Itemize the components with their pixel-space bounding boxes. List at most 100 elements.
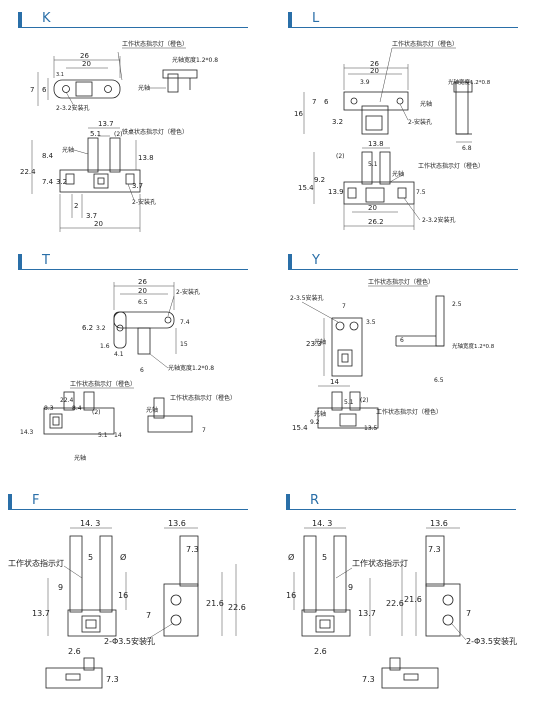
panel-title: Y	[312, 253, 320, 268]
panel-header-f: F	[8, 493, 248, 510]
dim: 5.1	[90, 130, 101, 138]
header-rule	[22, 268, 248, 270]
drawing-y: 工作状态指示灯（橙色） 2-3.5安装孔 7 3.5 23.3 光轴 2.5 6…	[290, 278, 495, 432]
panel-title: T	[42, 253, 50, 268]
dim: 5	[322, 553, 327, 562]
dim: 13.7	[32, 609, 50, 618]
panel-header-y: Y	[288, 253, 518, 270]
indicator-label: 工作状态指示灯	[352, 558, 408, 568]
dim: 7.5	[416, 189, 426, 196]
dim: 15	[180, 341, 188, 348]
dim: 6	[140, 367, 144, 374]
axis-label-2: 光轴	[62, 146, 74, 154]
dim: Ø	[120, 552, 126, 562]
dim: 7.3	[186, 545, 199, 554]
dim: 23.3	[306, 340, 322, 348]
dim: 9	[348, 583, 353, 592]
mount-label: 2-安装孔	[176, 288, 200, 296]
header-rule	[12, 508, 248, 510]
dim: 7	[146, 611, 151, 620]
dim: 5.1	[344, 399, 354, 406]
panel-title: F	[32, 493, 40, 508]
panel-title: K	[42, 11, 51, 26]
dim: 7	[312, 98, 316, 106]
axis-label-2: 光轴	[392, 170, 404, 178]
dim: 13.7	[98, 120, 114, 128]
dim: 3.7	[86, 212, 97, 220]
dim: 2	[74, 202, 78, 210]
dim: 7.3	[362, 675, 375, 684]
header-rule	[292, 26, 518, 28]
mount-label: 2-3.2安装孔	[56, 104, 90, 112]
dim: 2.6	[314, 647, 327, 656]
panel-title: R	[310, 493, 320, 508]
dim: 6.2	[82, 324, 93, 332]
dim: 21.6	[404, 595, 422, 604]
dim: 3.7	[132, 182, 143, 190]
dim: 13.8	[368, 140, 384, 148]
header-accent	[8, 494, 12, 510]
header-accent	[18, 254, 22, 270]
dim: 8.4	[72, 405, 82, 412]
header-accent	[286, 494, 290, 510]
dim: 3.1	[56, 72, 64, 78]
dim: 21.6	[206, 599, 224, 608]
indicator-label: 工作状态指示灯	[8, 558, 64, 568]
indicator2-label: 工作状态指示灯（橙色）	[376, 408, 442, 416]
dim: (2)	[92, 409, 101, 416]
dim: 5	[88, 553, 93, 562]
indicator-label: 工作状态指示灯（橙色）	[392, 40, 458, 48]
dim: 26.2	[368, 218, 384, 226]
header-accent	[18, 12, 22, 28]
header-rule	[290, 508, 516, 510]
dim: 20	[138, 287, 147, 295]
dim: 7.3	[106, 675, 119, 684]
axis-label-2: 光轴	[146, 406, 158, 414]
drawing-t: 26 20 6.5 2-安装孔 6.2 3.2 7.4 1.6 4.1 15 6…	[20, 278, 236, 462]
axis-label: 光轴	[314, 338, 326, 346]
dim: 9.2	[314, 176, 325, 184]
dim: 22.6	[228, 603, 246, 612]
dim: 8.3	[44, 405, 54, 412]
mount-label: 2-Φ3.5安装孔	[466, 636, 517, 646]
dim: 2.5	[452, 301, 462, 308]
dim: (2)	[114, 131, 123, 138]
indicator-label: 工作状态指示灯（橙色）	[70, 380, 136, 388]
dim: 4.1	[114, 351, 124, 358]
dim: 20	[94, 220, 103, 228]
dim: 20	[82, 60, 91, 68]
dim: 26	[80, 52, 89, 60]
dim: 22.4	[20, 168, 36, 176]
dim: 6.8	[462, 145, 472, 152]
dim: 13.9	[328, 188, 344, 196]
mount-label: 2-Φ3.5安装孔	[104, 636, 155, 646]
drawing-l: 26 20 3.9 工作状态指示灯（橙色） 7 6 16 3.2 2-安装孔 光…	[294, 40, 491, 230]
dim: 3.2	[56, 178, 67, 186]
dim: (2)	[336, 153, 345, 160]
dim: 14	[114, 432, 122, 439]
axis-label: 光轴	[138, 84, 150, 92]
dim: 16	[286, 591, 296, 600]
indicator2-label: 工作状态指示灯（橙色）	[418, 162, 484, 170]
dim: 14. 3	[312, 519, 332, 528]
dim: 15.4	[298, 184, 314, 192]
axis-label: 光轴	[74, 454, 86, 462]
dim: 13.6	[168, 519, 186, 528]
dim: 5.1	[368, 161, 378, 168]
mount2-label: 2-3.2安装孔	[422, 216, 456, 224]
dim: 2.6	[68, 647, 81, 656]
panel-header-t: T	[18, 253, 248, 270]
dim: 3.5	[366, 319, 376, 326]
dim: 14. 3	[80, 519, 100, 528]
indicator2-label: 铁桌状态指示灯（橙色）	[122, 128, 188, 136]
dim: 6	[400, 337, 404, 344]
indicator2-label: 工作状态指示灯（橙色）	[170, 394, 236, 402]
dim: 8.4	[42, 152, 54, 160]
panel-header-r: R	[286, 493, 516, 510]
panel-header-k: K	[18, 11, 248, 28]
dim: 9.2	[310, 419, 320, 426]
header-accent	[288, 12, 292, 28]
dim: 6	[42, 86, 47, 94]
dim: 13.7	[358, 609, 376, 618]
dim: 20	[368, 204, 377, 212]
